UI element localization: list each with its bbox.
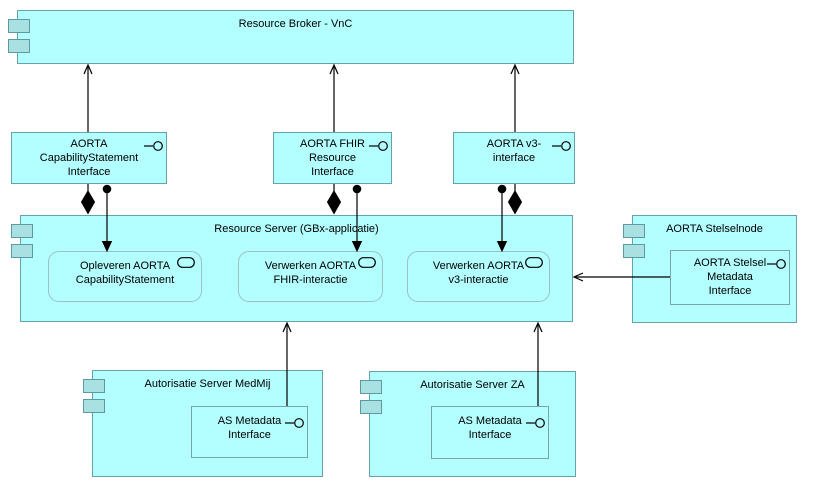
interface-label: AORTA CapabilityStatement Interface — [39, 138, 139, 178]
serving-arrow-fhir-to-broker — [329, 63, 339, 132]
interface-label: AORTA Stelsel Metadata Interface — [693, 257, 767, 297]
lollipop-interface-icon — [285, 418, 304, 428]
component-icon — [8, 39, 30, 53]
service-icon — [177, 257, 195, 268]
interface-label: AORTA v3- interface — [486, 138, 542, 164]
interface-aorta-fhir-resource[interactable]: AORTA FHIR Resource Interface — [273, 132, 392, 184]
component-title: Resource Broker - VnC — [238, 18, 353, 30]
lollipop-interface-icon — [369, 141, 388, 151]
component-title: Resource Server (GBx-applicatie) — [214, 223, 379, 235]
component-icon — [360, 400, 382, 414]
serving-arrow-v3-to-broker — [510, 63, 520, 132]
component-icon — [8, 19, 30, 33]
interface-label: AS Metadata Interface — [217, 415, 282, 441]
interface-aorta-v3[interactable]: AORTA v3- interface — [453, 132, 575, 184]
component-icon — [623, 224, 645, 238]
interface-as-metadata-medmij[interactable]: AS Metadata Interface — [191, 406, 308, 458]
lollipop-interface-icon — [526, 418, 545, 428]
component-icon — [11, 224, 33, 238]
component-icon — [83, 379, 105, 393]
composition-server-v3 — [507, 184, 523, 215]
service-opleveren-aorta-capabilitystatement[interactable]: Opleveren AORTA CapabilityStatement — [48, 251, 202, 302]
component-title: Autorisatie Server ZA — [420, 379, 525, 391]
interface-label: AS Metadata Interface — [458, 415, 522, 441]
lollipop-interface-icon — [767, 259, 786, 269]
serving-arrow-capabilitystatement-to-broker — [83, 63, 93, 132]
interface-aorta-capabilitystatement[interactable]: AORTA CapabilityStatement Interface — [11, 132, 167, 184]
service-verwerken-aorta-v3-interactie[interactable]: Verwerken AORTA v3-interactie — [407, 251, 550, 302]
component-title: Autorisatie Server MedMij — [144, 378, 271, 390]
interface-label: AORTA FHIR Resource Interface — [300, 138, 365, 178]
component-icon — [360, 380, 382, 394]
lollipop-interface-icon — [144, 141, 163, 151]
lollipop-interface-icon — [552, 141, 571, 151]
component-aorta-stelselnode[interactable]: AORTA Stelselnode — [623, 215, 797, 323]
component-icon — [83, 399, 105, 413]
component-resource-broker[interactable]: Resource Broker - VnC — [8, 10, 574, 64]
composition-server-fhir — [326, 184, 342, 215]
service-icon — [358, 257, 376, 268]
service-label: Opleveren AORTA CapabilityStatement — [75, 260, 175, 286]
component-title: AORTA Stelselnode — [666, 223, 763, 235]
service-label: Verwerken AORTA FHIR-interactie — [264, 260, 357, 286]
interface-aorta-stelsel-metadata[interactable]: AORTA Stelsel Metadata Interface — [670, 250, 790, 305]
service-icon — [525, 257, 543, 268]
component-icon — [623, 244, 645, 258]
service-verwerken-aorta-fhir-interactie[interactable]: Verwerken AORTA FHIR-interactie — [238, 251, 383, 302]
service-label: Verwerken AORTA v3-interactie — [432, 260, 525, 286]
interface-as-metadata-za[interactable]: AS Metadata Interface — [431, 406, 549, 459]
component-icon — [11, 244, 33, 258]
composition-server-capabilitystatement — [80, 184, 96, 215]
